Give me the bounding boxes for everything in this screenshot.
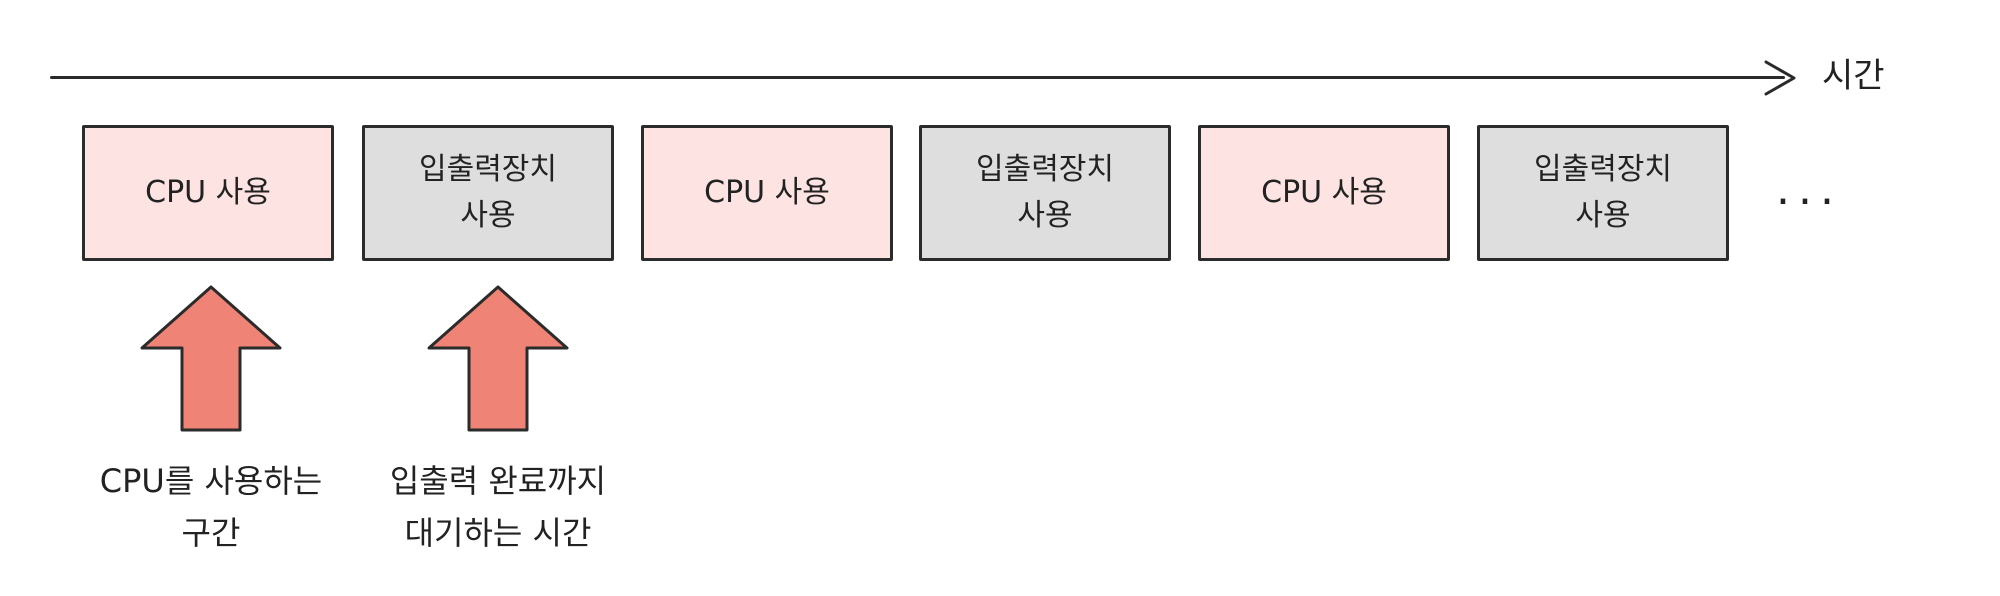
io-device-usage-block: 입출력장치 사용 <box>1477 125 1729 261</box>
io-device-usage-block: 입출력장치 사용 <box>919 125 1171 261</box>
io-wait-time-caption: 입출력 완료까지 대기하는 시간 <box>389 462 607 552</box>
cpu-usage-interval-caption: CPU를 사용하는 구간 <box>99 462 323 552</box>
timeline-axis-line <box>50 76 1785 79</box>
cpu-usage-block: CPU 사용 <box>1198 125 1450 261</box>
cpu-usage-block: CPU 사용 <box>641 125 893 261</box>
timeline-arrowhead-icon <box>1764 60 1796 96</box>
io-device-usage-block: 입출력장치 사용 <box>362 125 614 261</box>
cpu-usage-block: CPU 사용 <box>82 125 334 261</box>
up-arrow-icon <box>140 285 282 432</box>
timeline-label: 시간 <box>1822 56 1885 96</box>
up-arrow-icon <box>427 285 569 432</box>
continuation-ellipsis: ... <box>1776 164 1842 215</box>
